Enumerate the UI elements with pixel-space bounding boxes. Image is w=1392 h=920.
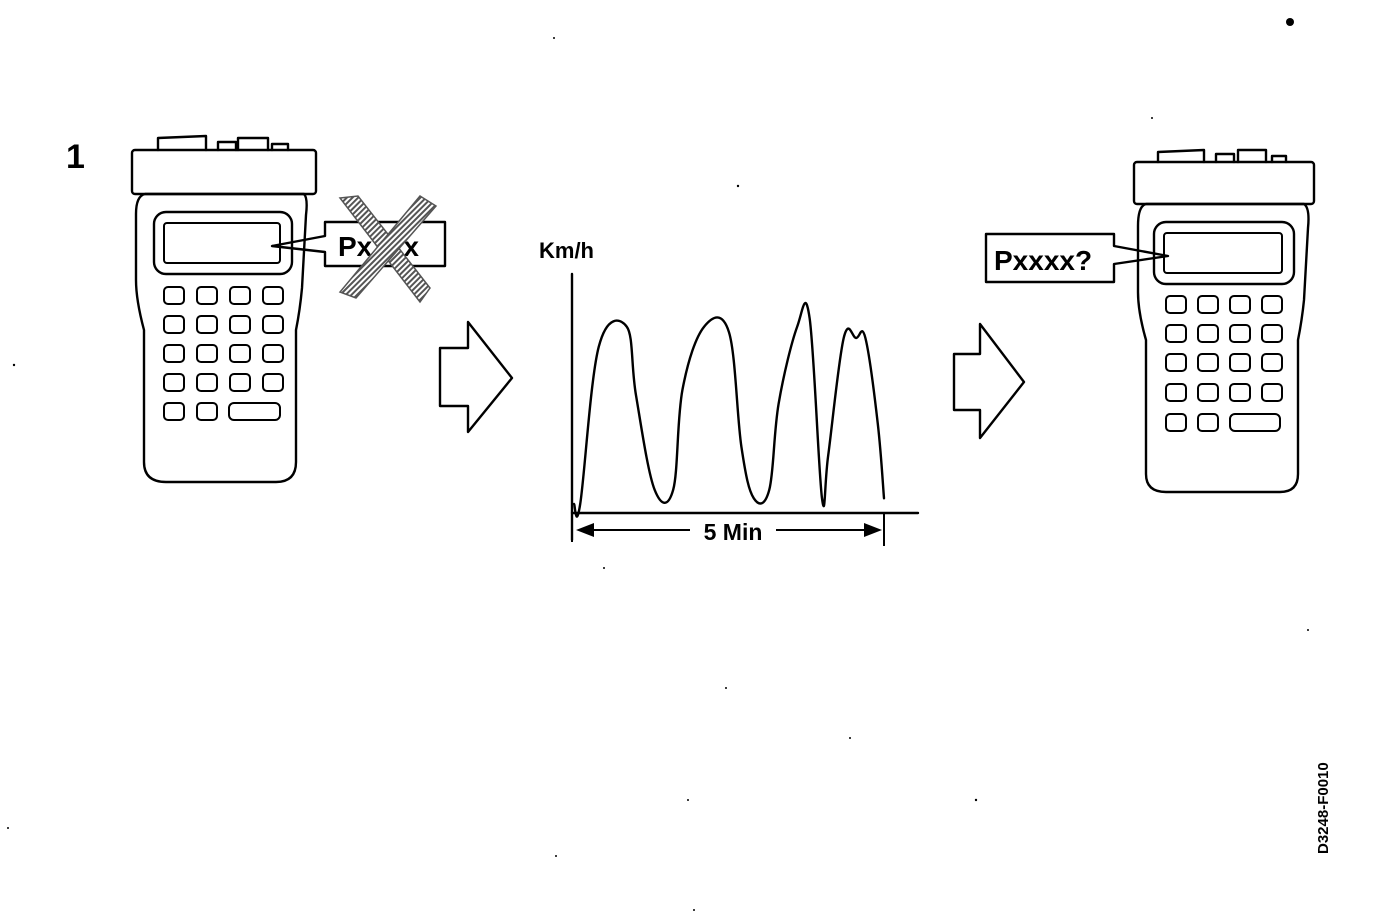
device-screen — [163, 222, 281, 264]
arrow-right-2 — [952, 322, 1026, 440]
keypad — [163, 286, 284, 421]
trouble-code-query: Pxxxx? — [994, 245, 1092, 276]
duration-arrowhead-left — [576, 523, 594, 537]
connector-block — [130, 148, 318, 196]
speed-chart: Km/h 5 Min — [539, 238, 920, 546]
arrow-right-1 — [438, 320, 514, 434]
device-screen-bezel — [152, 210, 294, 276]
keypad — [1165, 295, 1283, 432]
scan-tool-right — [1132, 148, 1316, 494]
scan-specks — [7, 18, 1309, 911]
device-screen-bezel — [1152, 220, 1296, 286]
code-callout-left: Pxxxx — [270, 195, 447, 304]
erase-cross-mark — [338, 195, 438, 304]
duration-dimension: 5 Min — [571, 512, 885, 546]
y-axis-label: Km/h — [539, 238, 594, 263]
device-body — [134, 192, 308, 484]
duration-label: 5 Min — [704, 519, 763, 545]
duration-arrowhead-right — [864, 523, 882, 537]
connector-block — [1132, 160, 1316, 206]
device-screen — [1163, 232, 1283, 274]
scan-tool-left — [130, 134, 318, 484]
code-callout-right: Pxxxx? — [984, 232, 1170, 284]
figure-code: D3248-F0010 — [1315, 762, 1332, 854]
device-body — [1136, 202, 1310, 494]
speed-line — [572, 301, 886, 518]
step-number: 1 — [66, 138, 85, 176]
